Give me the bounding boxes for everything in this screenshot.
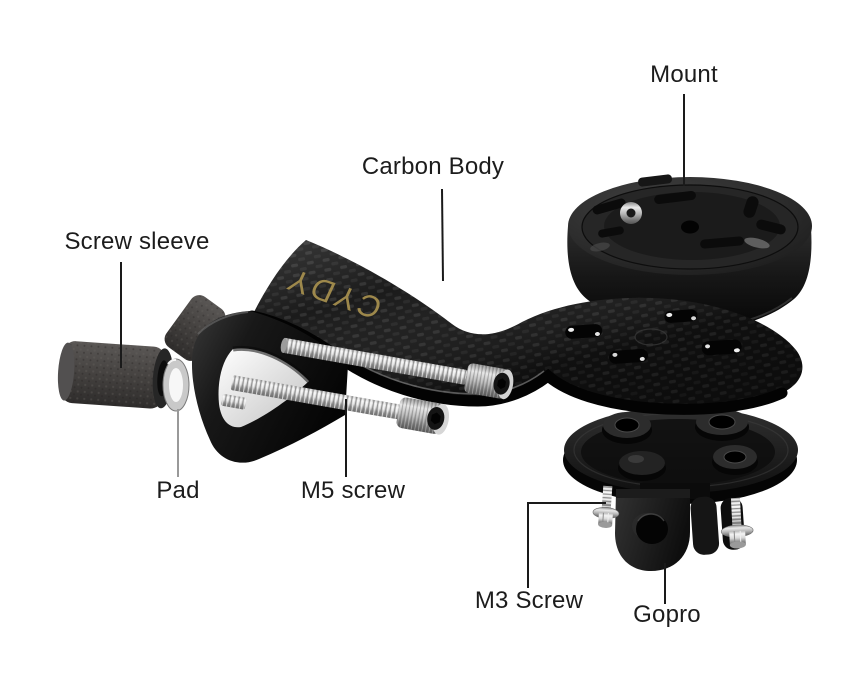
screw-sleeve-rear-part xyxy=(164,295,226,361)
label-m5-screw: M5 screw xyxy=(300,477,406,504)
pad-part xyxy=(162,358,190,412)
label-m3-screw: M3 Screw xyxy=(474,587,584,614)
gopro-adapter-disc xyxy=(563,407,798,504)
label-gopro: Gopro xyxy=(633,601,701,628)
label-screw-sleeve: Screw sleeve xyxy=(64,228,210,255)
screw-sleeve-part xyxy=(57,341,174,409)
label-mount: Mount xyxy=(650,61,718,88)
gopro-mount-part xyxy=(615,483,745,571)
label-pad: Pad xyxy=(156,477,200,504)
m3-screw-left xyxy=(592,485,620,528)
m5-screw-lower xyxy=(230,375,450,435)
carbon-body-slots xyxy=(565,309,742,364)
disc-boss-hole xyxy=(602,412,652,444)
m3-screw-right xyxy=(720,497,754,549)
disc-boss-hole xyxy=(712,445,758,475)
mount-quarter-turn-slots xyxy=(592,190,786,249)
label-carbon-body: Carbon Body xyxy=(361,153,505,180)
carbon-body-leader-line xyxy=(441,188,444,282)
m5-screw-upper xyxy=(280,337,514,400)
mount-center-hole xyxy=(681,220,699,234)
disc-boss-solid xyxy=(618,451,666,481)
embossed-logo-mark xyxy=(634,328,668,346)
m3-screw-leader-line xyxy=(527,502,606,588)
disc-boss-hole xyxy=(695,409,749,441)
